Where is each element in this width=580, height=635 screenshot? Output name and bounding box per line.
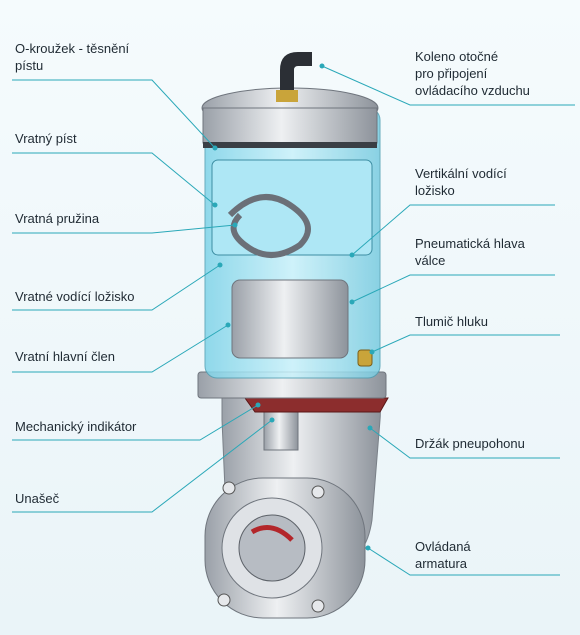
label-elbow: Koleno otočné pro připojení ovládacího v… (415, 49, 530, 98)
label-return-spring: Vratná pružina (15, 211, 100, 226)
label-indicator: Mechanický indikátor (15, 419, 137, 434)
valve-bolt (311, 485, 325, 499)
silencer (357, 349, 373, 367)
label-cylinder-head: Pneumatická hlava válce (415, 236, 525, 268)
valve-bolt (217, 593, 231, 607)
label-return-piston: Vratný píst (15, 131, 77, 146)
air-elbow (280, 52, 312, 98)
indicator-plate (244, 397, 389, 413)
label-return-main: Vratní hlavní člen (15, 349, 115, 364)
o-ring-band (203, 142, 377, 148)
label-return-bearing: Vratné vodící ložisko (15, 289, 135, 304)
label-silencer: Tlumič hluku (415, 314, 488, 329)
spring (227, 194, 311, 258)
return-main-member (231, 279, 349, 359)
label-driver: Unašeč (15, 491, 60, 506)
leader-lines (12, 65, 575, 576)
cylinder-cap (202, 107, 378, 144)
label-vertical-bearing: Vertikální vodící ložisko (415, 166, 507, 198)
label-bracket: Držák pneupohonu (415, 436, 525, 451)
valve-bore-inner (238, 514, 306, 582)
leader-dots (212, 63, 375, 551)
valve-seal (250, 525, 294, 542)
label-o-ring: O-kroužek - těsnění pístu (15, 41, 130, 73)
valve-bolt (222, 481, 236, 495)
valve-bolt (311, 599, 325, 613)
label-valve: Ovládaná armatura (415, 539, 471, 571)
elbow-fitting (276, 90, 298, 102)
